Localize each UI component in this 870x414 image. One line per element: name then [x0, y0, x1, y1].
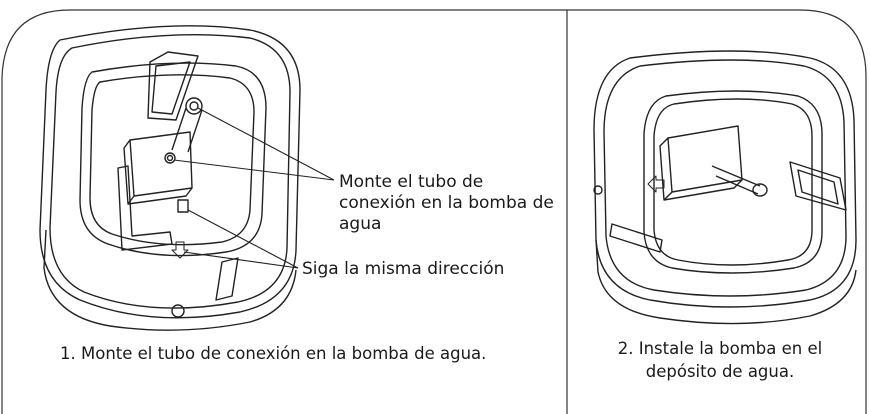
callout-mount-line2: conexión en la bomba de — [339, 193, 554, 213]
callout-mount-line1: Monte el tubo de — [339, 172, 484, 192]
callout-direction: Siga la misma dirección — [302, 259, 505, 279]
caption-step-2-line1: 2. Instale la bomba en el — [617, 339, 823, 358]
reservoir-left — [39, 25, 301, 331]
callout-mount-line3: agua — [339, 214, 382, 234]
reservoir-right — [593, 50, 857, 325]
callout-lines — [173, 107, 335, 269]
caption-step-1: 1. Monte el tubo de conexión en la bomba… — [60, 344, 487, 363]
caption-step-2-line2: depósito de agua. — [645, 362, 795, 381]
outer-frame — [1, 9, 867, 414]
